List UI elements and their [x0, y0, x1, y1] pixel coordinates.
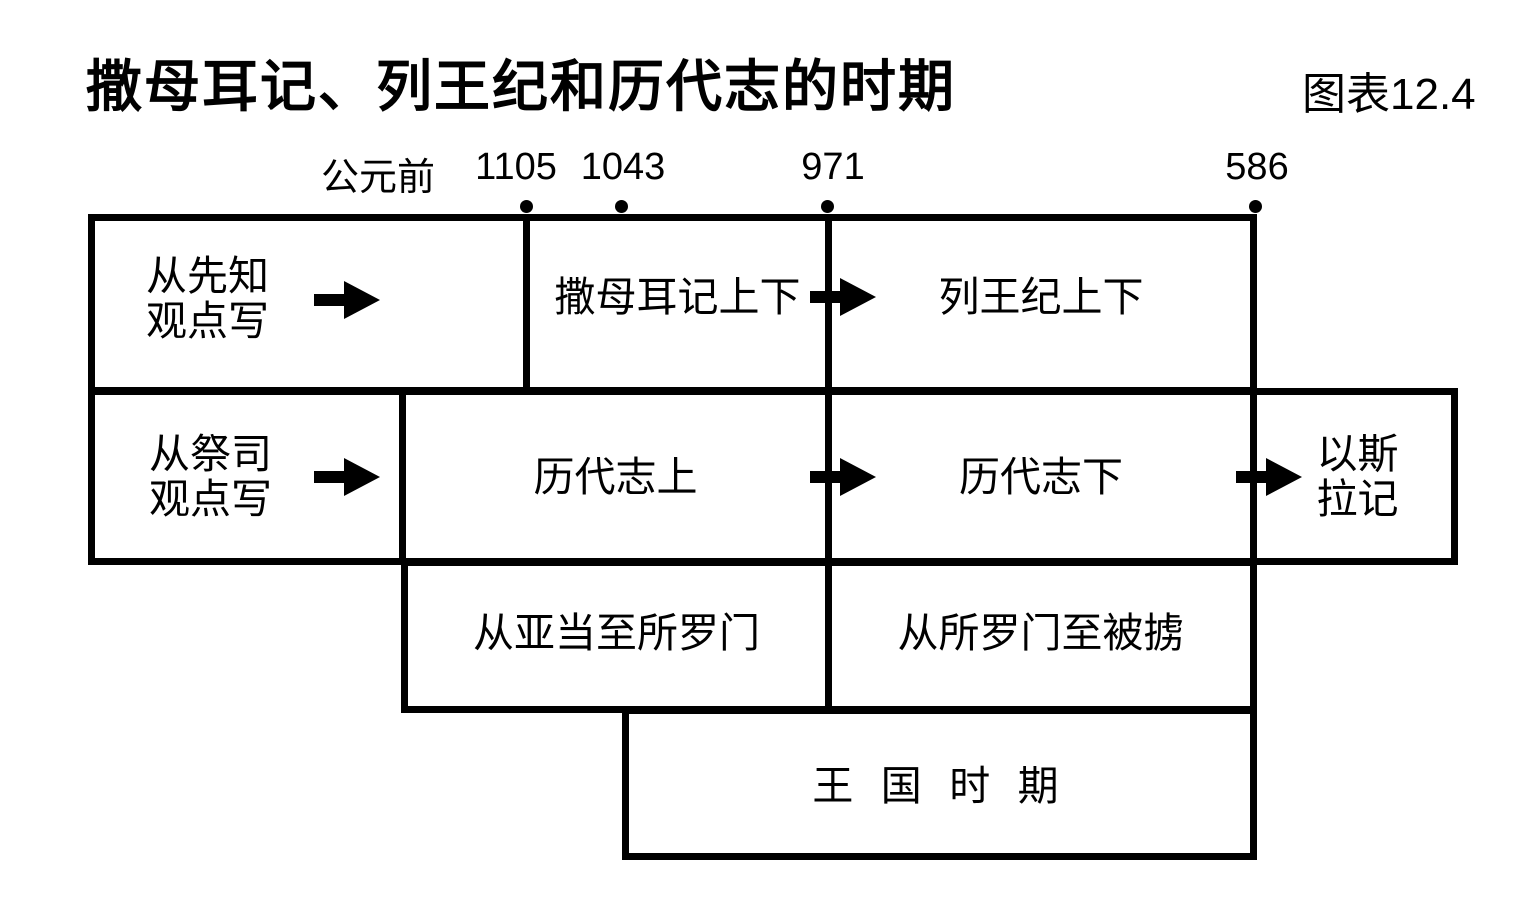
right-arrow-icon: [314, 458, 380, 496]
timeline-dot-971: [821, 200, 834, 213]
arrow-stem: [314, 471, 348, 483]
arrow-head: [840, 458, 876, 496]
prophetic-perspective-label: 从先知 观点写: [115, 254, 300, 344]
arrow-head: [1266, 458, 1302, 496]
timeline-year-1105: 1105: [475, 146, 557, 188]
arrow-head: [840, 278, 876, 316]
cell-ezra: 以斯 拉记: [1270, 432, 1445, 522]
divider-971: [825, 214, 832, 713]
divider-priestly-left: [399, 388, 406, 565]
ezra-line1: 以斯: [1316, 431, 1399, 477]
timeline-year-971: 971: [801, 146, 865, 188]
page-title: 撒母耳记、列王纪和历代志的时期: [86, 55, 956, 118]
timeline-dot-1043: [615, 200, 628, 213]
cell-samuel: 撒母耳记上下: [554, 274, 801, 320]
cell-kings: 列王纪上下: [938, 274, 1144, 320]
cell-kingdom-period: 王 国 时 期: [812, 763, 1067, 809]
figure-number-label: 图表12.4: [1302, 70, 1476, 119]
prophetic-perspective-line1: 从先知: [146, 253, 269, 299]
right-arrow-icon: [810, 458, 876, 496]
priestly-perspective-line1: 从祭司: [149, 431, 272, 477]
arrow-stem: [1236, 471, 1270, 483]
cell-chronicles-2: 历代志下: [959, 454, 1123, 500]
priestly-perspective-label: 从祭司 观点写: [118, 432, 303, 522]
cell-chronicles-1: 历代志上: [533, 454, 698, 500]
timeline-era-label: 公元前: [320, 157, 436, 199]
timeline-dot-1105: [520, 200, 533, 213]
ezra-line2: 拉记: [1316, 476, 1399, 522]
arrow-stem: [810, 291, 844, 303]
prophetic-perspective-line2: 观点写: [146, 298, 269, 344]
cell-solomon-to-captivity: 从所罗门至被掳: [897, 610, 1185, 656]
arrow-stem: [314, 294, 348, 306]
right-arrow-icon: [810, 278, 876, 316]
right-arrow-icon: [1236, 458, 1302, 496]
cell-adam-to-solomon: 从亚当至所罗门: [473, 610, 760, 656]
divider-1105: [523, 214, 530, 394]
timeline-year-586: 586: [1225, 146, 1289, 188]
right-arrow-icon: [314, 281, 380, 319]
row-kingdom-box: [622, 707, 1257, 860]
arrow-head: [344, 458, 380, 496]
arrow-stem: [810, 471, 844, 483]
priestly-perspective-line2: 观点写: [149, 476, 272, 522]
timeline-dot-586: [1249, 200, 1262, 213]
timeline-year-1043: 1043: [580, 146, 666, 188]
arrow-head: [344, 281, 380, 319]
